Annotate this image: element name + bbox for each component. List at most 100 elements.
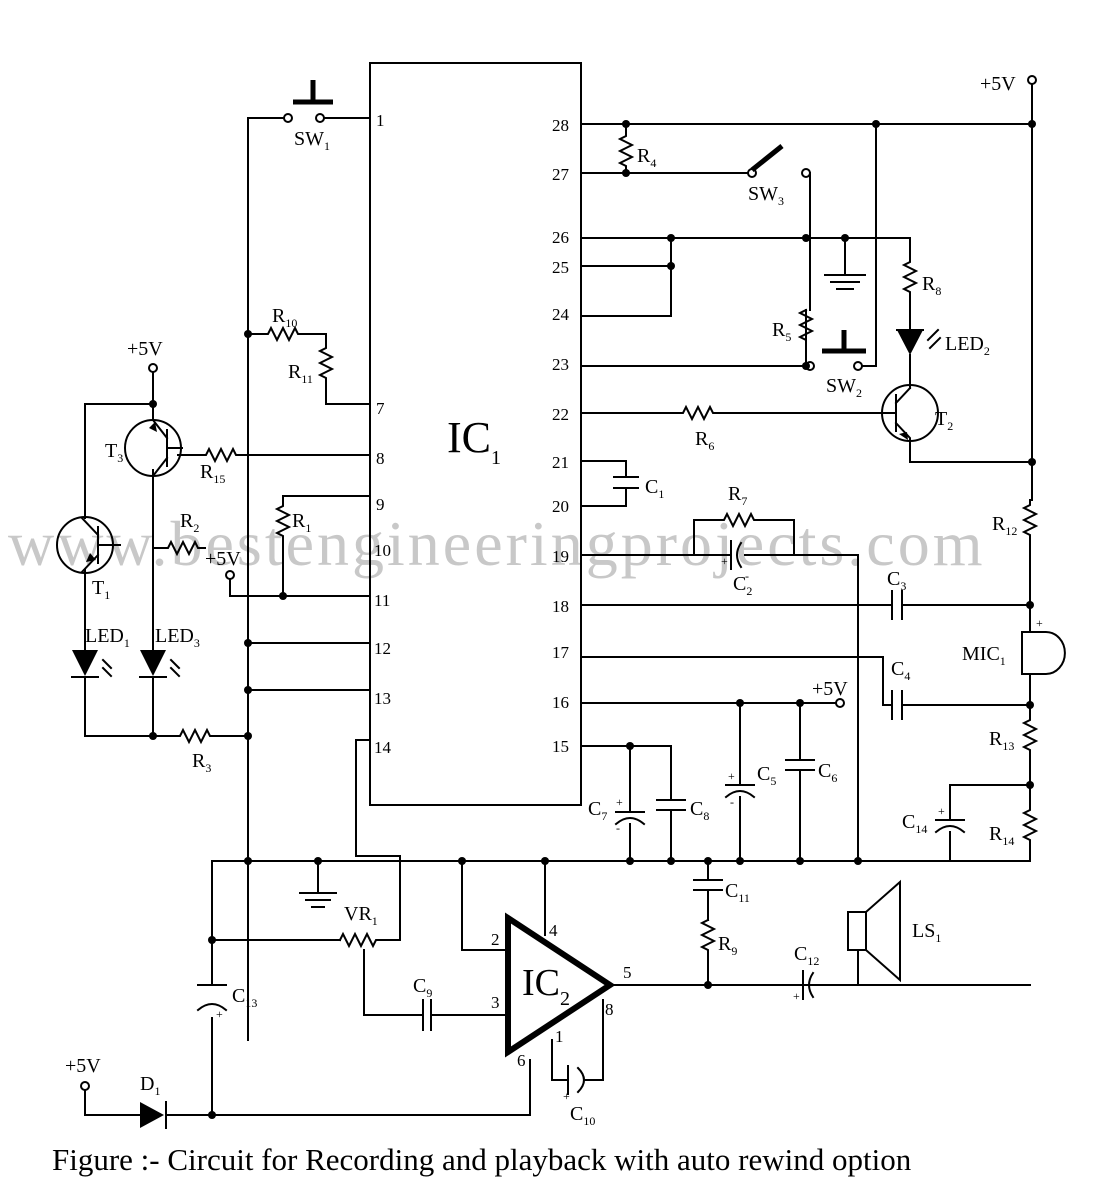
t1-transistor: [56, 516, 121, 574]
capacitor-c9: [414, 999, 438, 1031]
svg-text:5: 5: [623, 963, 632, 982]
svg-text:R6: R6: [695, 428, 714, 453]
svg-text:C3: C3: [887, 568, 906, 593]
svg-text:LED1: LED1: [85, 625, 130, 650]
left-wiring: [80, 80, 1031, 1116]
svg-text:-: -: [730, 795, 734, 809]
pin-number: 22: [552, 405, 569, 424]
svg-text:LS1: LS1: [912, 920, 941, 945]
ic1-label: IC1: [447, 413, 501, 469]
svg-text:R3: R3: [192, 750, 211, 775]
figure-caption: Figure :- Circuit for Recording and play…: [52, 1142, 912, 1177]
pin-number: 14: [374, 738, 392, 757]
pin-number: 1: [376, 111, 385, 130]
ic1-right-pins: 28 27 26 25 24 23 22 21 20 19 18 17 16 1…: [552, 116, 570, 756]
svg-text:LED3: LED3: [155, 625, 200, 650]
component-labels: +5V +5V +5V +5V +5V SW1 SW3 SW2 R10 R11 …: [65, 73, 1043, 1128]
svg-text:-: -: [745, 569, 749, 583]
svg-text:+5V: +5V: [205, 548, 241, 570]
pin-number: 9: [376, 495, 385, 514]
pin-number: 20: [552, 497, 569, 516]
svg-text:SW3: SW3: [748, 183, 784, 208]
svg-text:C12: C12: [794, 943, 819, 968]
svg-text:R12: R12: [992, 513, 1017, 538]
svg-text:2: 2: [491, 930, 500, 949]
pin-number: 16: [552, 693, 569, 712]
ic2-amplifier: IC2: [505, 860, 1031, 1095]
pin-number: 25: [552, 258, 569, 277]
svg-text:R10: R10: [272, 305, 297, 330]
pin-number: 11: [374, 591, 390, 610]
pin-number: 19: [552, 547, 569, 566]
diode-d1: [140, 1101, 167, 1129]
capacitor-c13: [196, 984, 228, 1012]
svg-text:+: +: [216, 1007, 223, 1021]
pin-number: 18: [552, 597, 569, 616]
pin-number: 8: [376, 449, 385, 468]
svg-text:R14: R14: [989, 823, 1014, 848]
svg-text:+: +: [563, 1089, 570, 1103]
pin-number: 13: [374, 689, 391, 708]
svg-text:R8: R8: [922, 273, 941, 298]
svg-text:D1: D1: [140, 1073, 160, 1098]
pin-number: 7: [376, 399, 385, 418]
svg-text:+: +: [793, 989, 800, 1003]
svg-text:+5V: +5V: [812, 678, 848, 700]
svg-text:R5: R5: [772, 319, 791, 344]
svg-text:C10: C10: [570, 1103, 595, 1128]
svg-text:R13: R13: [989, 728, 1014, 753]
svg-text:3: 3: [491, 993, 500, 1012]
svg-text:SW2: SW2: [826, 375, 862, 400]
junctions: [149, 120, 1036, 1119]
svg-text:R2: R2: [180, 510, 199, 535]
svg-text:C7: C7: [588, 798, 607, 823]
svg-text:C6: C6: [818, 760, 837, 785]
svg-text:C13: C13: [232, 985, 257, 1010]
svg-text:C14: C14: [902, 811, 927, 836]
svg-text:6: 6: [517, 1051, 526, 1070]
pin-number: 21: [552, 453, 569, 472]
pin-number: 10: [374, 541, 391, 560]
svg-text:T3: T3: [105, 440, 123, 465]
svg-text:+: +: [616, 795, 623, 809]
pin-number: 12: [374, 639, 391, 658]
ic1-left-pins: 1 7 8 9 10 11 12 13 14: [374, 111, 392, 757]
led3: [139, 650, 181, 678]
svg-text:R1: R1: [292, 510, 311, 535]
svg-text:+: +: [1036, 616, 1043, 630]
svg-text:VR1: VR1: [344, 903, 378, 928]
svg-text:+5V: +5V: [65, 1055, 101, 1077]
led1: [71, 650, 113, 678]
svg-text:-: -: [616, 821, 620, 835]
svg-text:MIC1: MIC1: [962, 643, 1006, 668]
svg-text:R7: R7: [728, 483, 747, 508]
svg-text:R9: R9: [718, 933, 737, 958]
svg-text:+: +: [728, 769, 735, 783]
ic2-pins: 2 3 4 5 6 8 1: [491, 921, 632, 1070]
svg-text:C8: C8: [690, 798, 709, 823]
svg-text:+5V: +5V: [127, 338, 163, 360]
pin-number: 24: [552, 305, 570, 324]
svg-text:8: 8: [605, 1000, 614, 1019]
svg-text:R11: R11: [288, 361, 313, 386]
svg-text:T1: T1: [92, 577, 110, 602]
pin-number: 26: [552, 228, 569, 247]
svg-text:C4: C4: [891, 658, 910, 683]
svg-text:R4: R4: [637, 145, 656, 170]
svg-text:C11: C11: [725, 880, 750, 905]
svg-text:C9: C9: [413, 975, 432, 1000]
svg-text:C5: C5: [757, 763, 776, 788]
right-wiring: [580, 75, 1066, 1000]
ic2-label: IC2: [522, 962, 570, 1010]
svg-text:+: +: [721, 554, 728, 568]
svg-text:T2: T2: [935, 408, 953, 433]
svg-text:SW1: SW1: [294, 128, 330, 153]
pin-number: 23: [552, 355, 569, 374]
svg-text:1: 1: [555, 1027, 564, 1046]
pin-number: 28: [552, 116, 569, 135]
pin-number: 15: [552, 737, 569, 756]
svg-text:+: +: [938, 804, 945, 818]
pin-number: 27: [552, 165, 570, 184]
